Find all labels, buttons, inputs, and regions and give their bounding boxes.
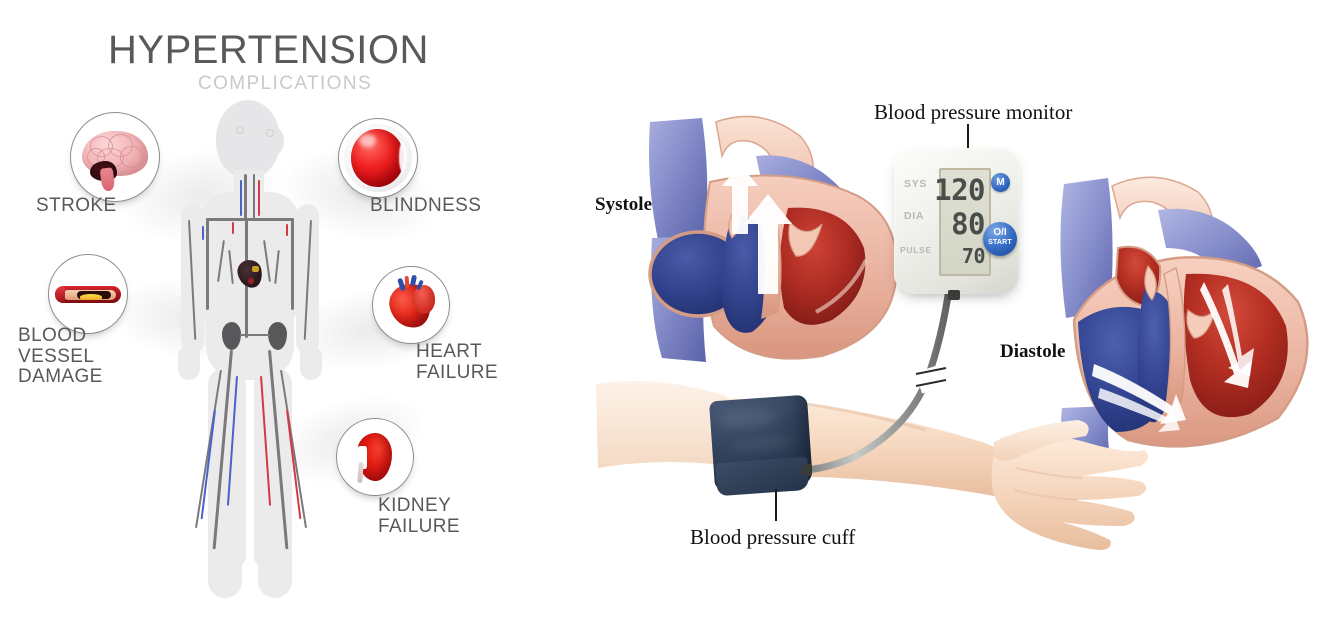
artery	[286, 224, 288, 236]
figure-kidney-right	[268, 322, 287, 350]
sys-label: SYS	[904, 178, 928, 190]
dia-label: DIA	[904, 210, 925, 222]
sys-value: 120	[934, 173, 985, 207]
figure-hand-right	[300, 348, 322, 380]
cuff-highlight	[719, 406, 779, 431]
artery-cross-section-icon[interactable]	[48, 254, 128, 334]
page-title: HYPERTENSION	[108, 28, 429, 72]
power-button-line2: START	[988, 239, 1012, 246]
complication-kidney-failure-label: KIDNEY FAILURE	[378, 495, 460, 537]
tube-port	[948, 290, 960, 300]
vessel	[291, 218, 294, 310]
vessel-aortic-arch	[206, 218, 294, 221]
artery	[258, 180, 260, 216]
vein	[240, 180, 242, 216]
figure-torso	[200, 192, 300, 320]
diastole-heart-cross-section	[1060, 176, 1309, 458]
cuff-highlight	[729, 433, 793, 455]
cuff-leader-line	[775, 489, 777, 521]
page-subtitle: COMPLICATIONS	[197, 73, 373, 94]
systole-heart-cross-section	[648, 115, 898, 362]
hypertension-complications-panel: HYPERTENSION COMPLICATIONS	[0, 0, 590, 644]
diastole-label: Diastole	[1000, 341, 1066, 362]
complication-heart-failure-label: HEART FAILURE	[416, 341, 498, 383]
figure-heart-highlight	[248, 278, 254, 284]
figure-hand-left	[178, 348, 200, 380]
monitor-callout-label: Blood pressure monitor	[874, 100, 1073, 124]
complication-vessel-damage-label: BLOOD VESSEL DAMAGE	[18, 325, 103, 388]
systole-label: Systole	[595, 194, 652, 215]
cuff-flap	[715, 456, 810, 497]
title-block: HYPERTENSION COMPLICATIONS	[108, 28, 429, 95]
vein	[202, 226, 204, 240]
vessel-renal	[240, 334, 270, 337]
power-button-line1: O/I	[993, 227, 1007, 238]
vessel	[206, 218, 209, 310]
brain-icon[interactable]	[70, 112, 160, 202]
figure-foot-left	[208, 550, 242, 598]
complication-stroke-label: STROKE	[36, 195, 117, 216]
heart-icon[interactable]	[372, 266, 450, 344]
figure-foot-right	[258, 550, 292, 598]
cuff-callout-label: Blood pressure cuff	[690, 525, 856, 549]
kidney-icon[interactable]	[336, 418, 414, 496]
monitor-leader-line	[967, 124, 969, 148]
figure-kidney-left	[222, 322, 241, 350]
figure-marker-dot	[266, 129, 274, 137]
vessel	[253, 174, 256, 220]
figure-heart-highlight	[252, 266, 259, 272]
blood-pressure-monitor[interactable]: 120 80 70 SYS DIA PULSE M O/I START	[894, 146, 1020, 300]
power-start-button[interactable]: O/I START	[983, 222, 1017, 256]
figure-marker-dot	[236, 126, 244, 134]
pulse-value: 70	[961, 244, 986, 268]
blood-pressure-cuff[interactable]	[708, 394, 814, 497]
complication-blindness-label: BLINDNESS	[370, 195, 482, 216]
pulse-label: PULSE	[900, 245, 932, 255]
artery	[232, 222, 234, 234]
eye-icon[interactable]	[338, 118, 418, 198]
human-body-diagram	[168, 100, 358, 620]
vessel	[244, 174, 247, 220]
monitor-lcd-screen: 120 80 70	[934, 168, 991, 276]
dia-value: 80	[951, 207, 985, 241]
cuff-tube	[802, 282, 954, 476]
memory-button[interactable]: M	[991, 173, 1010, 192]
